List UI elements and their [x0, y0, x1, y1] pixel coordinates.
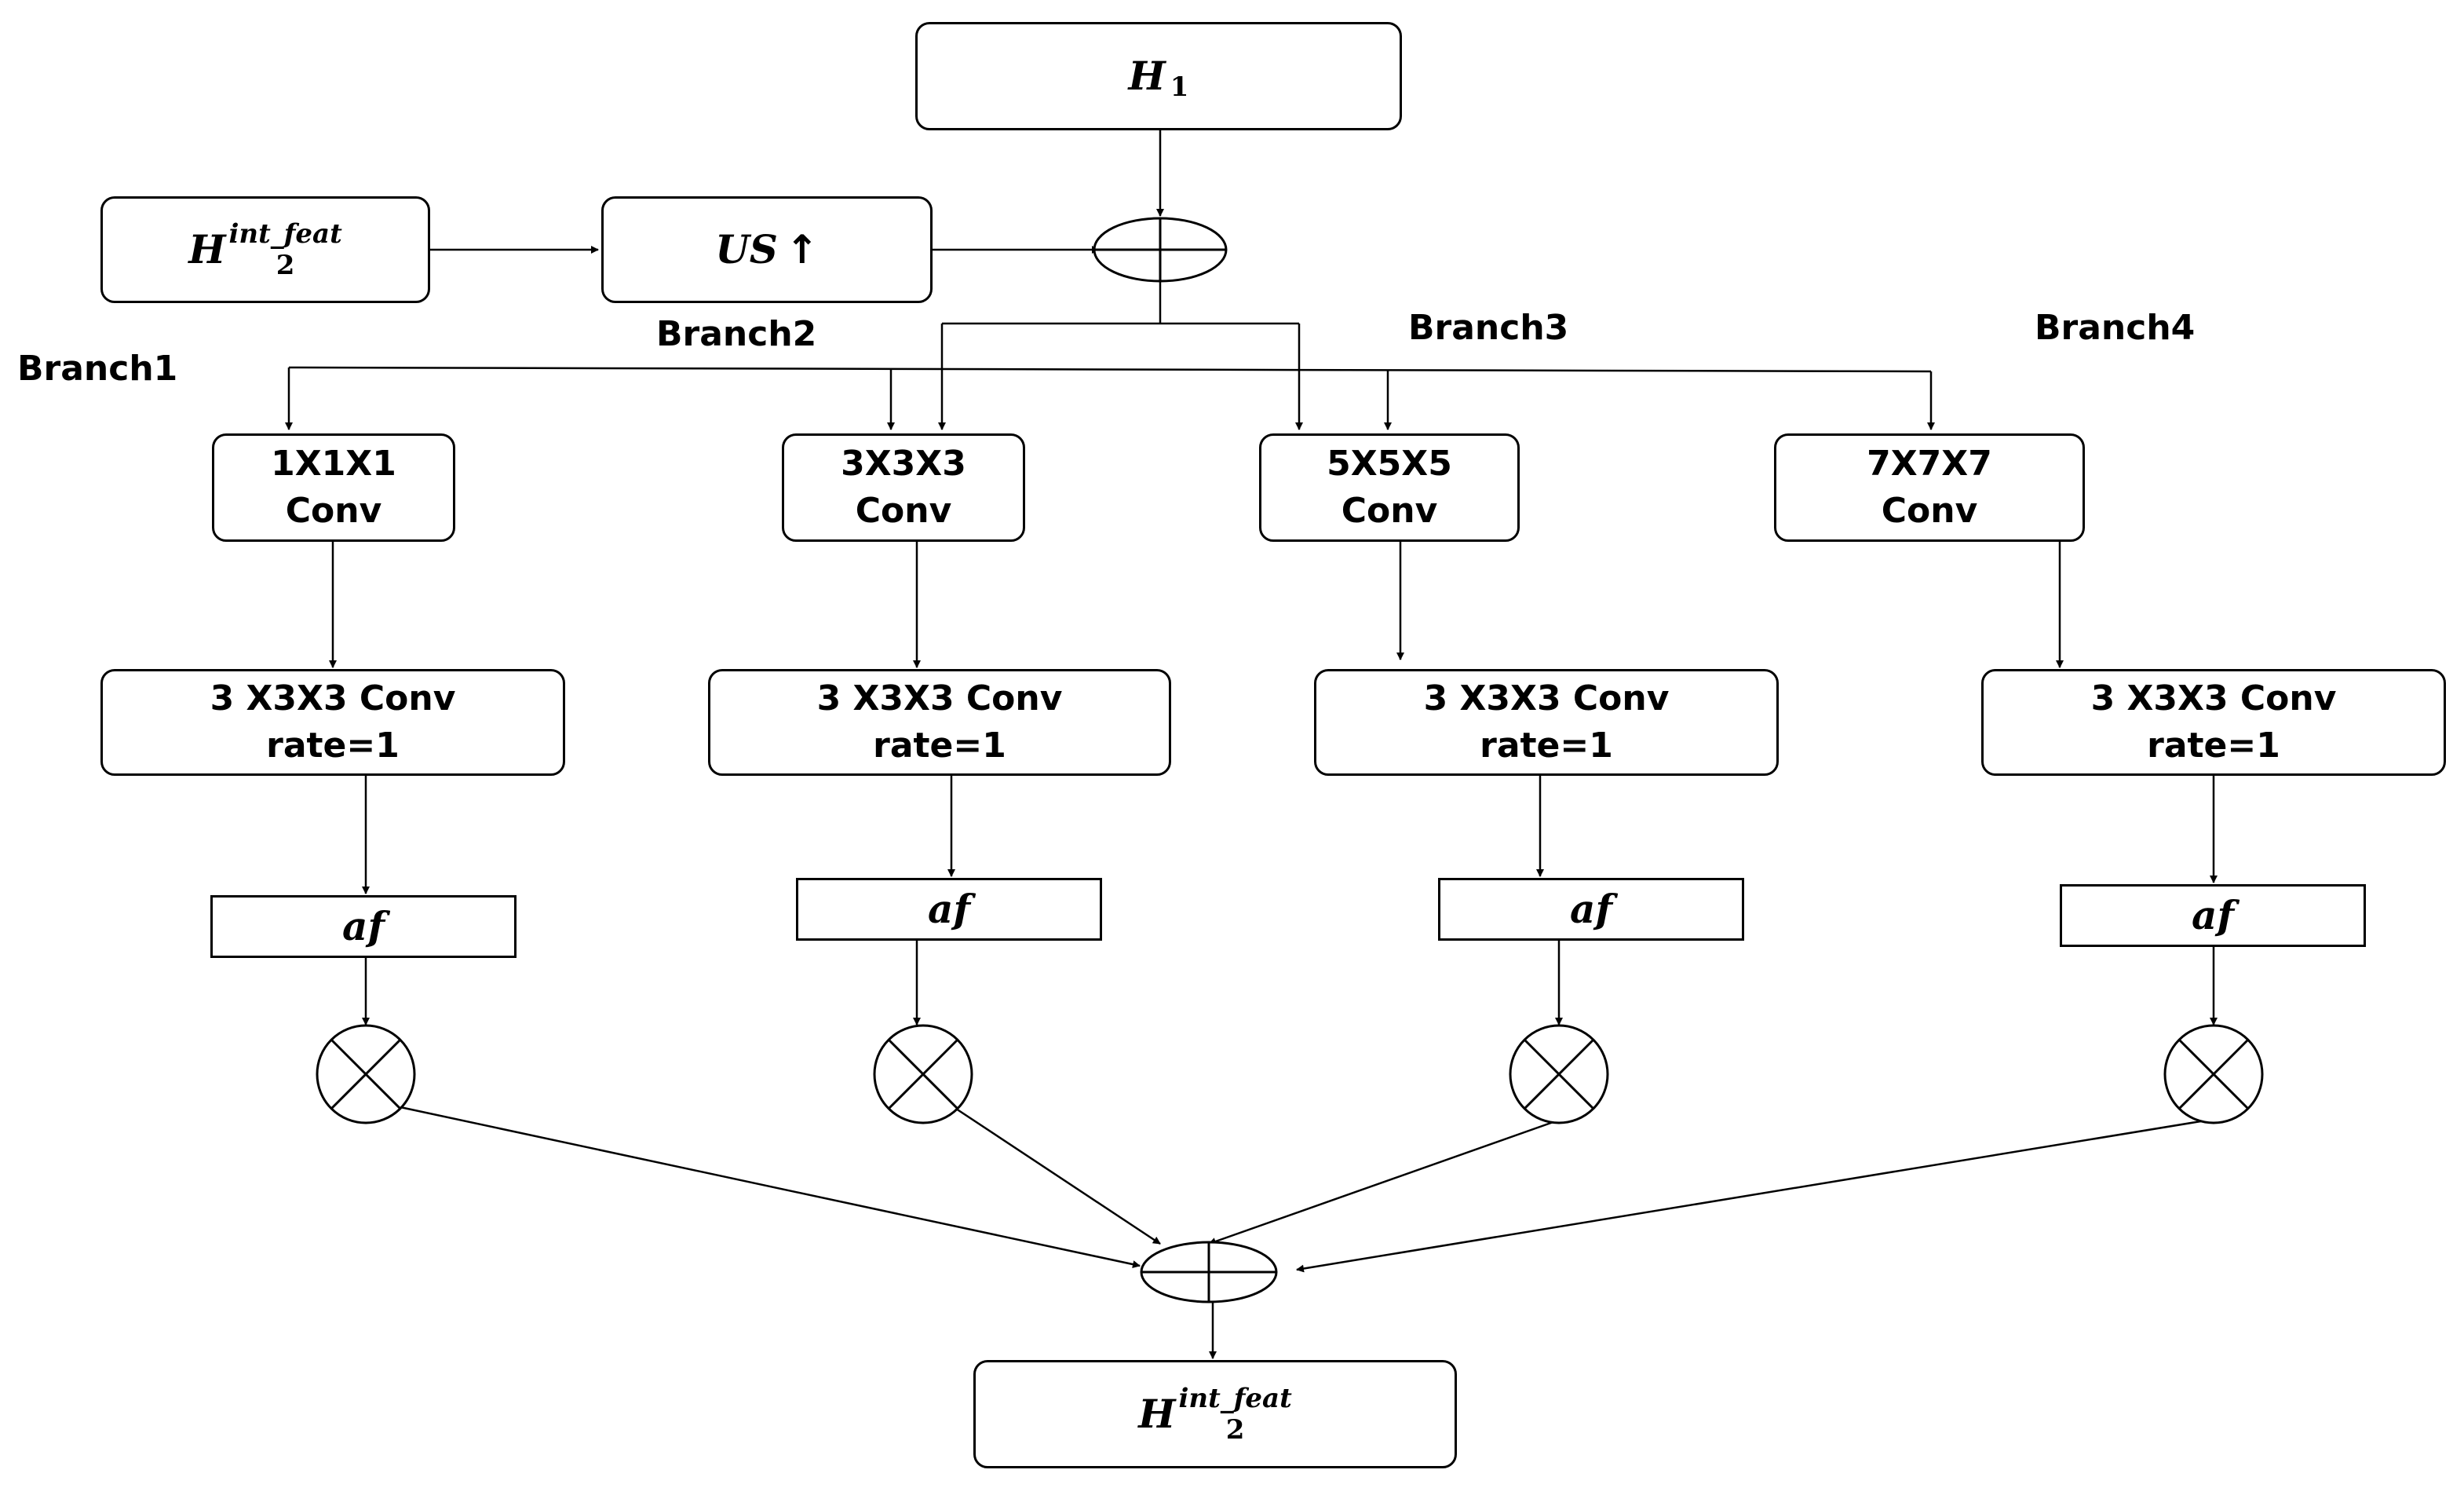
upsample-node: US↑ [601, 196, 933, 303]
activation-node-branch1: af [210, 895, 517, 958]
sum-operator-bottom [1140, 1241, 1278, 1303]
activation-node-branch3: af [1438, 878, 1744, 941]
edge-mul4-sum [1296, 1117, 2216, 1273]
branch1-label: Branch1 [17, 349, 178, 389]
edge-outer-bracket [288, 366, 1932, 373]
edge-mul3-sum [1208, 1117, 1563, 1245]
multiply-operator-branch4 [2163, 1024, 2264, 1124]
multiply-operator-branch3 [1509, 1024, 1609, 1124]
branch4-label: Branch4 [2035, 308, 2196, 348]
sum-operator-top [1093, 217, 1228, 283]
multiply-operator-branch1 [316, 1024, 416, 1124]
edge-mul1-sum [400, 1106, 1141, 1269]
branch3-label: Branch3 [1408, 308, 1569, 348]
edge-mul2-sum [953, 1106, 1161, 1245]
multiply-operator-branch2 [873, 1024, 973, 1124]
activation-node-branch2: af [796, 878, 1102, 941]
branch2-label: Branch2 [656, 314, 817, 354]
activation-node-branch4: af [2060, 884, 2366, 947]
